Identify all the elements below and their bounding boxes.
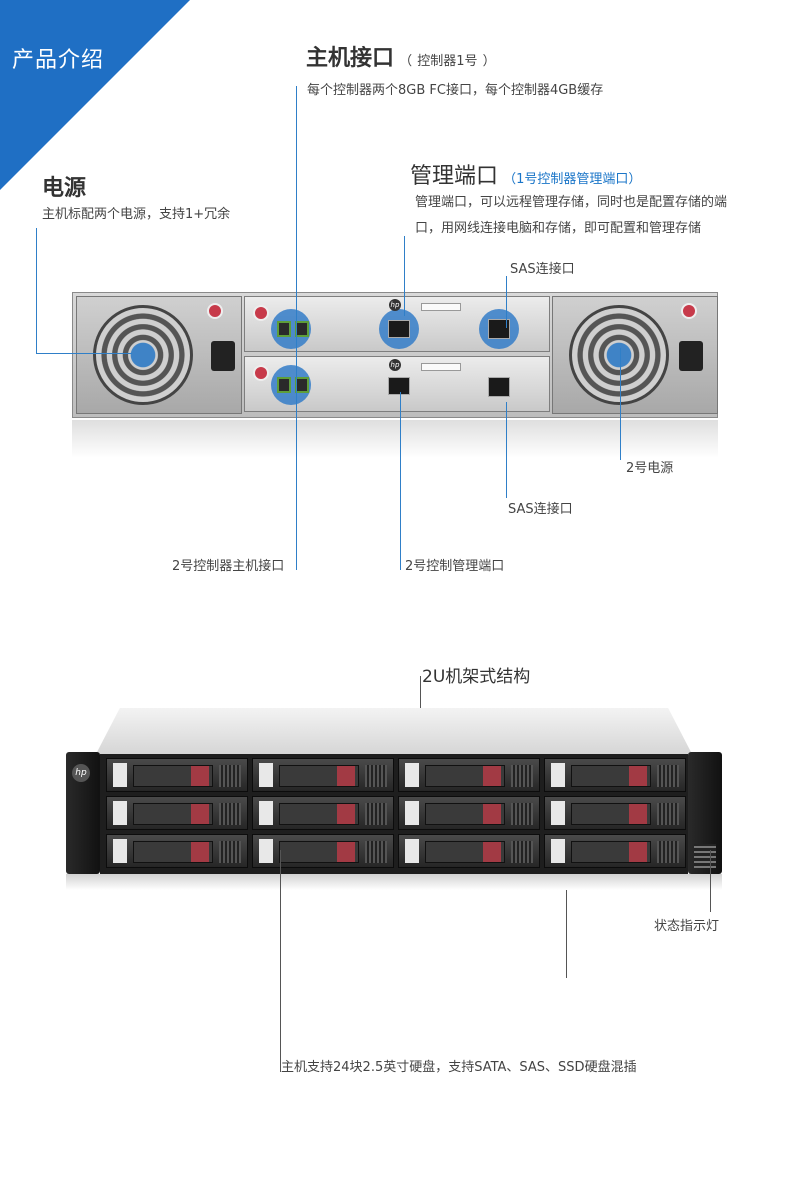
thumbscrew-icon (253, 305, 269, 321)
host-port-heading: 主机接口 （ 控制器1号 ） (306, 40, 496, 72)
power-supply-2 (552, 296, 718, 414)
chassis-top-cover (96, 708, 692, 754)
host-port-paren-left: （ (399, 54, 413, 69)
drive-bay-area (100, 754, 688, 874)
callout-divider-line (566, 890, 567, 978)
hp-logo-icon: hp (72, 764, 90, 782)
drive-bay (252, 796, 394, 830)
rear-chassis-image: hp hp (68, 288, 722, 460)
fc-port-icon (295, 321, 309, 337)
drive-bay (544, 796, 686, 830)
callout-sas-top-line (506, 276, 507, 328)
drive-bay (106, 796, 248, 830)
callout-sas-bottom-line (506, 402, 507, 498)
ethernet-port-icon (388, 320, 410, 338)
rear-reflection (72, 420, 718, 458)
ethernet-port-icon (388, 377, 410, 395)
host-port-title: 主机接口 (306, 46, 395, 71)
host-port-desc: 每个控制器两个8GB FC接口，每个控制器4GB缓存 (307, 83, 604, 98)
sas-port-icon (488, 377, 510, 397)
thumbscrew-icon (207, 303, 223, 319)
drive-bay (544, 758, 686, 792)
fc-port-icon (277, 321, 291, 337)
controller-2: hp (244, 356, 550, 412)
front-reflection (66, 874, 722, 890)
mgmt-port-title: 管理端口 (410, 164, 499, 189)
section-corner-banner (0, 0, 190, 190)
ctrl2-mgmt-port-label: 2号控制管理端口 (405, 559, 505, 574)
callout-ctrl2-mgmt-line (400, 392, 401, 570)
power-desc: 主机标配两个电源，支持1+冗余 (42, 207, 231, 222)
callout-mgmt-port-line (404, 236, 405, 316)
fc-port-icon (277, 377, 291, 393)
right-rack-ear (688, 752, 722, 874)
mgmt-port-desc-line1: 管理端口，可以远程管理存储，同时也是配置存储的端 (415, 195, 728, 210)
callout-status-led-line (710, 850, 711, 912)
section-label: 产品介绍 (12, 48, 105, 73)
status-led-label: 状态指示灯 (654, 919, 720, 934)
callout-power-line-v (36, 228, 37, 354)
power-socket-icon (679, 341, 703, 371)
power-supply-1 (76, 296, 242, 414)
callout-power-line-h (36, 353, 132, 354)
drive-bay (398, 796, 540, 830)
psu2-label: 2号电源 (626, 461, 674, 476)
sas-port-top-label: SAS连接口 (510, 262, 575, 277)
drive-bay (252, 834, 394, 868)
callout-psu2-line (620, 348, 621, 460)
ctrl2-host-port-label: 2号控制器主机接口 (172, 559, 285, 574)
thumbscrew-icon (253, 365, 269, 381)
drive-bay (398, 758, 540, 792)
hp-logo-icon: hp (389, 299, 401, 311)
callout-host-port-line (296, 86, 297, 570)
hp-logo-icon: hp (389, 359, 401, 371)
mgmt-port-heading: 管理端口 （1号控制器管理端口） (410, 158, 641, 190)
front-chassis-image: hp (66, 708, 722, 890)
drive-bay (106, 834, 248, 868)
status-led-icon (694, 844, 716, 868)
host-port-paren-right: ） (482, 54, 496, 69)
mgmt-port-subtitle: （1号控制器管理端口） (503, 172, 642, 187)
power-socket-icon (211, 341, 235, 371)
mgmt-port-desc-line2: 口，用网线连接电脑和存储，即可配置和管理存储 (415, 221, 702, 236)
serial-label (421, 303, 461, 311)
power-title: 电源 (42, 176, 87, 201)
chassis-2u-label: 2U机架式结构 (422, 667, 531, 687)
fan-icon (93, 305, 193, 405)
fan-icon (569, 305, 669, 405)
serial-label (421, 363, 461, 371)
drive-bay (106, 758, 248, 792)
drive-bay (398, 834, 540, 868)
callout-disk-line (280, 850, 281, 1072)
thumbscrew-icon (681, 303, 697, 319)
drive-bay (252, 758, 394, 792)
controller-1: hp (244, 296, 550, 352)
left-rack-ear: hp (66, 752, 100, 874)
drive-bay (544, 834, 686, 868)
disk-support-label: 主机支持24块2.5英寸硬盘，支持SATA、SAS、SSD硬盘混插 (281, 1060, 637, 1075)
host-port-subtitle: 控制器1号 (417, 54, 478, 69)
sas-port-bottom-label: SAS连接口 (508, 502, 573, 517)
fc-port-icon (295, 377, 309, 393)
sas-port-icon (488, 319, 510, 339)
